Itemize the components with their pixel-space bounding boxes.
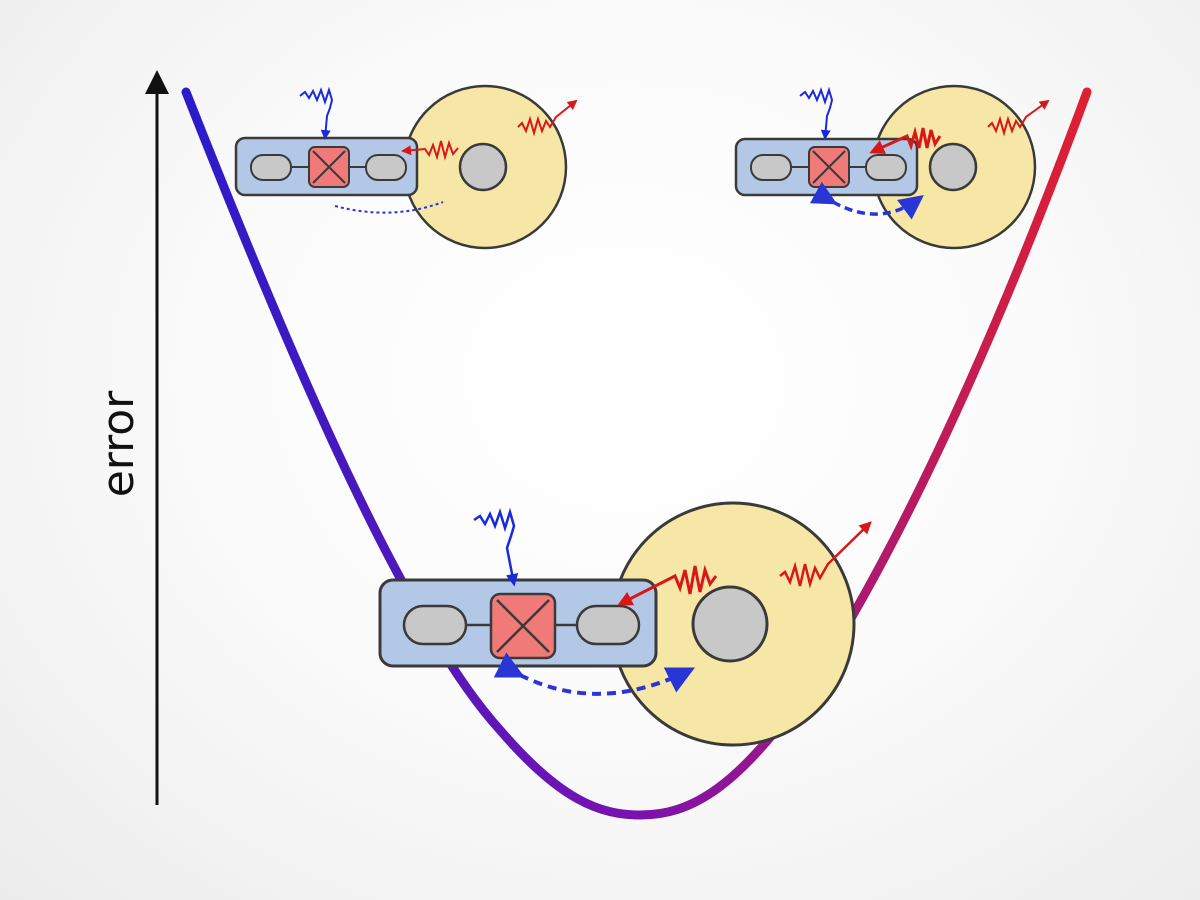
josephson-junction-icon [489,592,557,660]
drive-photon-icon [799,86,834,140]
resonator-core [928,142,978,192]
coupling-arrow [493,652,696,696]
coupling-arrow [809,181,924,220]
scenario-strong-coupling [734,84,1050,250]
y-axis-label: error [93,390,144,497]
capacitor-pad [402,604,468,646]
coupling-arrow [334,201,444,214]
scenario-optimal-coupling [378,501,872,747]
capacitor-pad [575,604,641,646]
emitted-photon-icon [987,99,1050,137]
error-curve [181,87,1092,820]
emitted-photon-icon [779,521,872,589]
capacitor-pad [865,154,907,181]
resonator-photon-icon [617,564,718,606]
capacitor-pad [750,154,792,181]
capacitor-pad [250,154,292,181]
drive-photon-icon [299,86,334,140]
resonator-photon-icon [401,139,459,161]
drive-photon-icon [473,507,519,587]
resonator-core [691,585,769,663]
emitted-photon-icon [517,99,578,137]
josephson-junction-icon [808,146,850,188]
resonator-photon-icon [869,126,942,154]
josephson-junction-icon [308,146,350,188]
resonator-core [458,142,508,192]
scenario-weak-coupling [234,84,578,250]
capacitor-pad [365,154,407,181]
